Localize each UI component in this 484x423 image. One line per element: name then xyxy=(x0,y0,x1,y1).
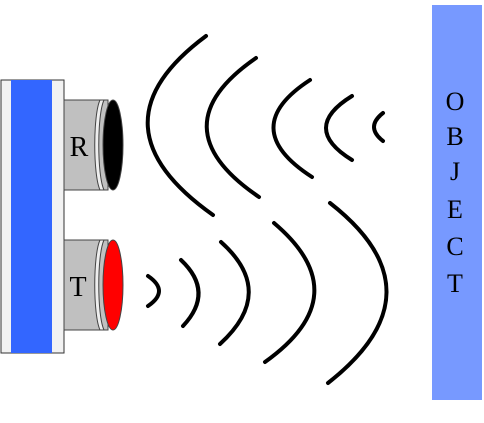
object-letter: C xyxy=(446,232,463,261)
echo-waves xyxy=(145,34,385,217)
echo-wave xyxy=(372,111,385,143)
transmitter-rim xyxy=(94,239,105,331)
emitted-wave xyxy=(263,221,317,364)
object-letter: E xyxy=(447,195,463,224)
receiver-label: R xyxy=(70,132,89,163)
receiver-sensor: R xyxy=(63,99,124,191)
object-letter: O xyxy=(446,87,465,116)
receiver-lens xyxy=(102,99,124,191)
object-letter: B xyxy=(446,122,463,151)
transmitter-sensor: T xyxy=(63,239,124,331)
object-letter: J xyxy=(450,157,460,186)
board-inner xyxy=(11,80,52,353)
transmitter-label: T xyxy=(69,272,86,303)
echo-wave xyxy=(271,78,314,179)
receiver-rim xyxy=(94,99,105,191)
echo-wave xyxy=(145,34,215,217)
emitted-wave xyxy=(146,274,161,308)
object-letter: T xyxy=(447,269,463,298)
circuit-board xyxy=(0,79,65,354)
emitted-waves xyxy=(146,201,389,385)
emitted-wave xyxy=(218,240,251,346)
object-block xyxy=(432,5,482,400)
echo-wave xyxy=(324,94,354,162)
transmitter-lens xyxy=(102,239,124,331)
emitted-wave xyxy=(326,201,389,385)
echo-wave xyxy=(204,56,261,199)
object: O B J E C T xyxy=(432,5,482,400)
emitted-wave xyxy=(179,258,201,328)
